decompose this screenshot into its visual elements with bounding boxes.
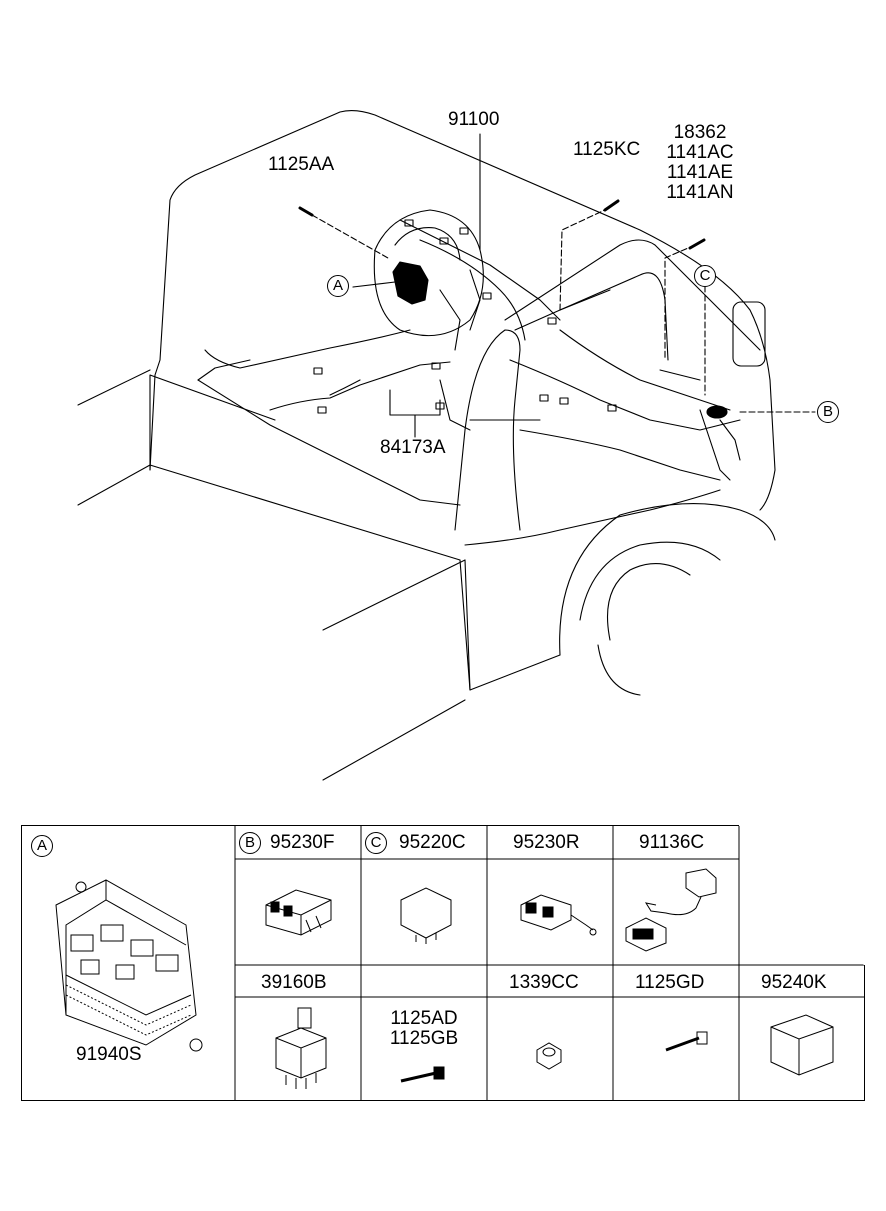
label-group-right-2: 1141AC	[666, 142, 734, 163]
label-bolt-left: 1125AA	[268, 154, 335, 175]
parts-table-grid	[21, 825, 865, 1101]
callout-c: C	[694, 265, 716, 287]
parts-table-border-fix	[21, 825, 865, 1101]
nut-icon	[536, 1042, 562, 1070]
label-bolt-mid: 1125KC	[573, 139, 641, 160]
row2-cell2-part-numbers: 1125AD 1125GB	[371, 1009, 477, 1049]
row1-cell1-part-number: 95230F	[270, 832, 335, 853]
label-harness-main: 91100	[448, 109, 500, 130]
row1-cell4-part-number: 91136C	[639, 832, 705, 853]
callout-b: B	[817, 401, 839, 423]
row2-cell2-part-number-1: 1125AD	[390, 1008, 458, 1029]
row1-cell1-marker: B	[239, 832, 261, 854]
row2-cell5-part-number: 95240K	[761, 972, 827, 993]
label-group-right-1: 18362	[673, 122, 727, 143]
section-a-marker: A	[31, 835, 53, 857]
row2-cell3-part-number: 1339CC	[509, 972, 579, 993]
label-floor-part: 84173A	[380, 437, 446, 458]
sensor-harness-icon	[625, 868, 717, 952]
callout-a: A	[327, 275, 349, 297]
row2-cell4-part-number: 1125GD	[635, 972, 705, 993]
row1-cell2-part-number: 95220C	[399, 832, 466, 853]
relay-icon	[265, 889, 332, 936]
wiring-diagram: A B C 91100 1125AA 1125KC 18362 1141AC 1…	[77, 109, 839, 781]
row1-cell2-marker: C	[365, 832, 387, 854]
label-group-right-3: 1141AE	[666, 162, 734, 183]
bolt-icon	[400, 1066, 445, 1083]
control-module-icon	[770, 1014, 834, 1076]
parts-table: A 91940S B 95230F C 95220C 95230R 91136C	[21, 825, 865, 1101]
label-group-right-4: 1141AN	[666, 182, 734, 203]
vehicle-interior-drawing	[77, 109, 816, 781]
label-group-right: 18362 1141AC 1141AE 1141AN	[660, 123, 740, 203]
relay-cube-icon	[400, 887, 452, 944]
section-a-part-number: 91940S	[76, 1044, 142, 1065]
bracket-relay-icon	[275, 1007, 327, 1089]
connector-icon	[520, 894, 597, 936]
junction-block-icon	[55, 879, 203, 1052]
row2-cell2-part-number-2: 1125GB	[389, 1028, 459, 1049]
row2-cell1-part-number: 39160B	[261, 972, 327, 993]
row1-cell3-part-number: 95230R	[513, 832, 580, 853]
screw-icon	[665, 1031, 708, 1052]
